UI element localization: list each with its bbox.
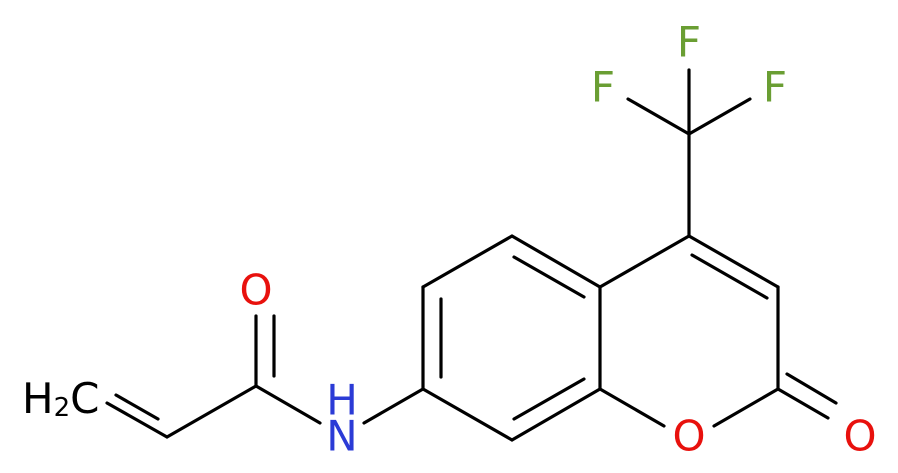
bond-c8-c8a-inner <box>512 377 586 421</box>
atom-labels: F F F O H N O O H2C <box>22 18 877 461</box>
atom-methylene-subscript: 2 <box>54 393 71 423</box>
bond-c-f-right <box>687 97 752 136</box>
bond-c2-o-lactone <box>776 387 830 420</box>
bond-vinyl-methylene <box>105 401 169 439</box>
bond-o1-c8a <box>598 387 666 428</box>
atom-n-amide: N <box>326 412 357 461</box>
bond-vinyl-methylene-second <box>114 393 160 421</box>
atom-methylene-c: C <box>70 374 99 423</box>
bond-c4-c4a <box>598 234 691 289</box>
bond-c4a-c5 <box>510 234 602 289</box>
atom-o-lactone: O <box>843 412 876 461</box>
atom-f-left: F <box>591 63 615 112</box>
atom-f-right: F <box>763 63 787 112</box>
bond-c4-c3-inner <box>690 253 769 300</box>
atom-o-amide: O <box>239 266 272 315</box>
bond-c4a-c5-inner <box>512 255 586 299</box>
bonds <box>105 68 838 442</box>
atom-methylene-h: H <box>22 374 54 423</box>
bond-carbonyl-vinyl <box>165 384 258 439</box>
bond-c4-c3 <box>687 234 780 289</box>
bond-c5-c6 <box>421 234 514 289</box>
bond-n-carbonyl <box>254 384 322 425</box>
atom-o-ring: O <box>672 412 705 461</box>
bond-c7-c8 <box>421 387 514 442</box>
bond-c-f-left <box>626 97 691 136</box>
atom-f-top: F <box>677 18 701 67</box>
bond-c2-o-lactone-second <box>785 372 838 405</box>
bond-c2-o1 <box>712 387 780 428</box>
atom-h-amide: H <box>326 376 358 425</box>
bond-c8-c8a <box>510 387 602 442</box>
atom-methylene: H2C <box>22 374 99 424</box>
bond-c7-n <box>362 387 425 425</box>
